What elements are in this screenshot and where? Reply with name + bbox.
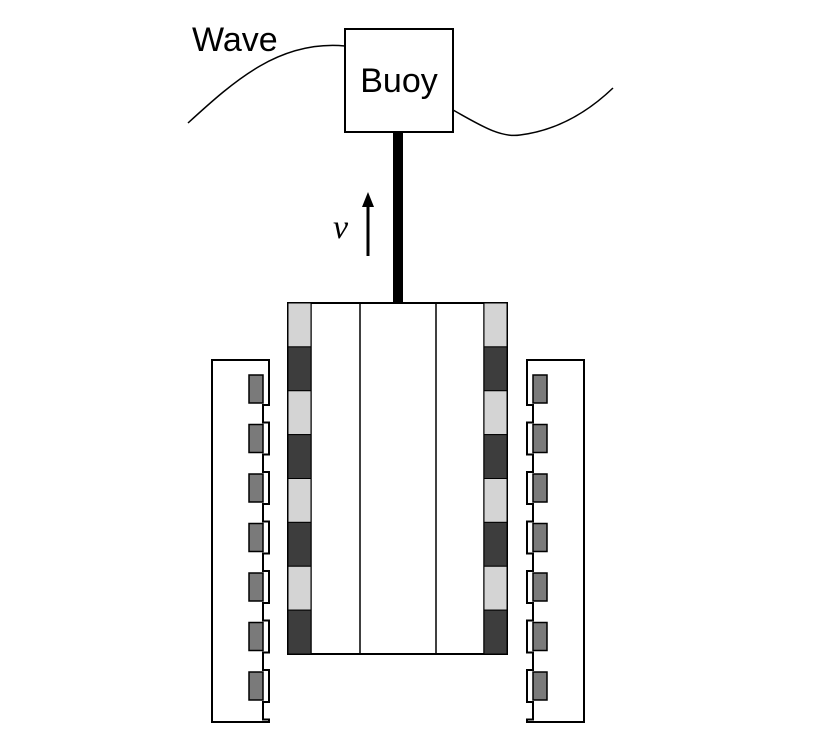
wave-label: Wave [192, 21, 278, 59]
stator-coil-right [532, 671, 548, 701]
stator-coil-right [532, 572, 548, 602]
velocity-arrow [362, 192, 374, 256]
stator-coil-left [248, 473, 264, 503]
magnet-light-right [483, 390, 508, 436]
magnet-dark-right [483, 434, 508, 479]
magnet-light-right [483, 478, 508, 523]
stator-coil-right [532, 522, 548, 553]
stator-coil-right [532, 374, 548, 404]
stator-coil-left [248, 671, 264, 701]
stator-coil-right [532, 423, 548, 454]
stator-coil-left [248, 522, 264, 553]
magnet-light-left [287, 390, 312, 436]
buoy-box [344, 28, 454, 133]
stator-coil-left [248, 621, 264, 652]
magnet-dark-left [287, 609, 312, 655]
wave-curve [187, 44, 614, 137]
magnet-column-right [483, 302, 508, 655]
translator-body [287, 302, 508, 655]
magnet-dark-right [483, 521, 508, 567]
magnet-dark-right [483, 609, 508, 655]
buoy: Buoy [344, 28, 454, 133]
magnet-dark-left [287, 346, 312, 392]
magnet-light-left [287, 478, 312, 523]
magnet-light-right [483, 302, 508, 348]
velocity-label: v [333, 209, 349, 246]
stator-right [526, 359, 585, 723]
magnet-dark-left [287, 521, 312, 567]
stator-coil-left [248, 423, 264, 454]
stator-coil-right [532, 473, 548, 503]
buoy-label: Buoy [360, 62, 438, 100]
magnet-dark-right [483, 346, 508, 392]
magnet-light-left [287, 565, 312, 611]
stator-left [211, 359, 270, 723]
magnet-light-left [287, 302, 312, 348]
stator-coil-left [248, 572, 264, 602]
stator-coil-right [532, 621, 548, 652]
translator [287, 302, 508, 655]
stator-coil-left [248, 374, 264, 404]
connecting-rod [393, 132, 403, 303]
magnet-dark-left [287, 434, 312, 479]
magnet-light-right [483, 565, 508, 611]
magnet-column-left [287, 302, 312, 655]
